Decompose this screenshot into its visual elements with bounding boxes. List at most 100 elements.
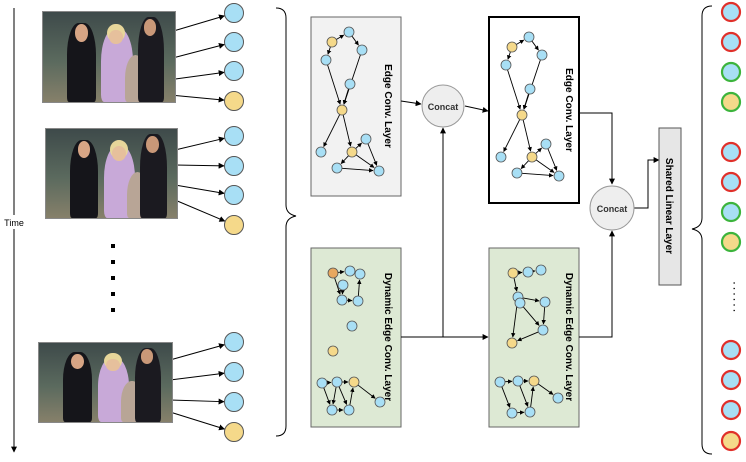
output-brace xyxy=(691,5,713,455)
graph-dynamic-edge-conv-2 xyxy=(494,264,564,419)
graph-node xyxy=(336,104,348,116)
frame-edge xyxy=(169,343,225,361)
frame-edge xyxy=(169,94,225,103)
frame-node xyxy=(224,61,244,81)
dyn-edge-conv-label-2: Dynamic Edge Conv. Layer xyxy=(563,273,574,401)
graph-edge xyxy=(521,172,554,178)
frame-edge xyxy=(174,162,225,169)
dynamic-edge-conv-layer-1: Dynamic Edge Conv. Layer xyxy=(310,247,402,428)
frames-ellipsis xyxy=(111,244,115,312)
connections xyxy=(400,100,660,340)
frame-node xyxy=(224,422,244,442)
graph-edge xyxy=(541,306,546,325)
graph-node xyxy=(326,36,338,48)
graph-edge xyxy=(537,383,554,395)
graph-edge xyxy=(520,160,529,169)
graph-node xyxy=(494,376,506,388)
graph-node xyxy=(512,375,524,387)
graph-node xyxy=(336,294,348,306)
graph-node xyxy=(524,83,536,95)
frame-node xyxy=(224,362,244,382)
graph-edge xyxy=(507,51,512,60)
graph-node xyxy=(356,44,368,56)
frame-edge xyxy=(174,184,225,196)
graph-node xyxy=(352,295,364,307)
shared-linear-label: Shared Linear Layer xyxy=(663,158,674,254)
concat-label-2: Concat xyxy=(597,204,628,214)
graph-node xyxy=(524,406,536,418)
graph-node xyxy=(526,151,538,163)
graph-edge xyxy=(535,159,555,173)
graph-edge xyxy=(331,386,337,405)
graph-edge xyxy=(367,143,378,166)
graph-edge xyxy=(351,35,359,46)
graph-edge xyxy=(355,142,362,149)
graph-edge xyxy=(503,119,521,153)
graph-node xyxy=(360,133,372,145)
graph-edge xyxy=(340,155,349,164)
graph-edge xyxy=(323,114,341,148)
graph-node xyxy=(523,31,535,43)
time-label: Time xyxy=(4,218,24,228)
graph-node xyxy=(326,404,338,416)
graph-edge xyxy=(530,386,535,408)
graph-edge xyxy=(501,386,511,408)
input-brace xyxy=(275,7,297,437)
graph-node xyxy=(535,264,547,276)
output-node xyxy=(720,61,742,83)
graph-edge xyxy=(522,297,540,303)
output-node xyxy=(720,339,742,361)
output-node xyxy=(720,31,742,53)
graph-node xyxy=(500,59,512,71)
frame-edge xyxy=(169,398,225,405)
graph-edge xyxy=(516,39,525,45)
graph-edge xyxy=(341,167,374,173)
frame-node xyxy=(224,32,244,52)
frame-node xyxy=(224,185,244,205)
graph-node xyxy=(316,377,328,389)
graph-node xyxy=(354,268,366,280)
graph-edge xyxy=(355,154,375,168)
graph-node xyxy=(516,109,528,121)
graph-edge xyxy=(513,277,519,292)
shared-linear-layer: Shared Linear Layer xyxy=(658,127,682,286)
frame-node xyxy=(224,156,244,176)
graph-edge xyxy=(337,269,345,275)
time-axis: Time xyxy=(0,8,28,453)
graph-edge xyxy=(357,279,362,297)
graph-node xyxy=(528,375,540,387)
dyn-edge-conv-label-1: Dynamic Edge Conv. Layer xyxy=(382,273,393,401)
concat-node-1: Concat xyxy=(421,84,465,128)
edge-conv-label-2: Edge Conv. Layer xyxy=(563,68,574,152)
graph-edge xyxy=(357,384,376,399)
graph-edge xyxy=(522,93,529,110)
frame-edge xyxy=(167,70,225,81)
edge-conv-layer-1: Edge Conv. Layer xyxy=(310,16,402,197)
graph-node xyxy=(540,138,552,150)
frame-node xyxy=(224,332,244,352)
graph-node xyxy=(346,320,358,332)
output-node xyxy=(720,231,742,253)
graph-edge xyxy=(327,46,332,55)
graph-node xyxy=(495,151,507,163)
graph-node xyxy=(348,376,360,388)
graph-node xyxy=(506,41,518,53)
graph-node xyxy=(539,296,551,308)
graph-dynamic-edge-conv-1 xyxy=(316,265,386,416)
graph-node xyxy=(337,279,349,291)
frame-node-groups xyxy=(159,3,244,442)
frame-node xyxy=(224,392,244,412)
graph-node xyxy=(373,165,385,177)
output-node xyxy=(720,430,742,452)
output-node xyxy=(720,141,742,163)
frame-edge xyxy=(174,136,225,151)
graph-edge xyxy=(507,69,522,110)
graph-edge xyxy=(327,64,342,105)
graph-node xyxy=(327,267,339,279)
graph-edge xyxy=(531,40,539,51)
graph-edge xyxy=(547,148,558,171)
graph-edge xyxy=(522,306,540,326)
frame-node xyxy=(224,215,244,235)
frame-edge xyxy=(169,370,225,381)
